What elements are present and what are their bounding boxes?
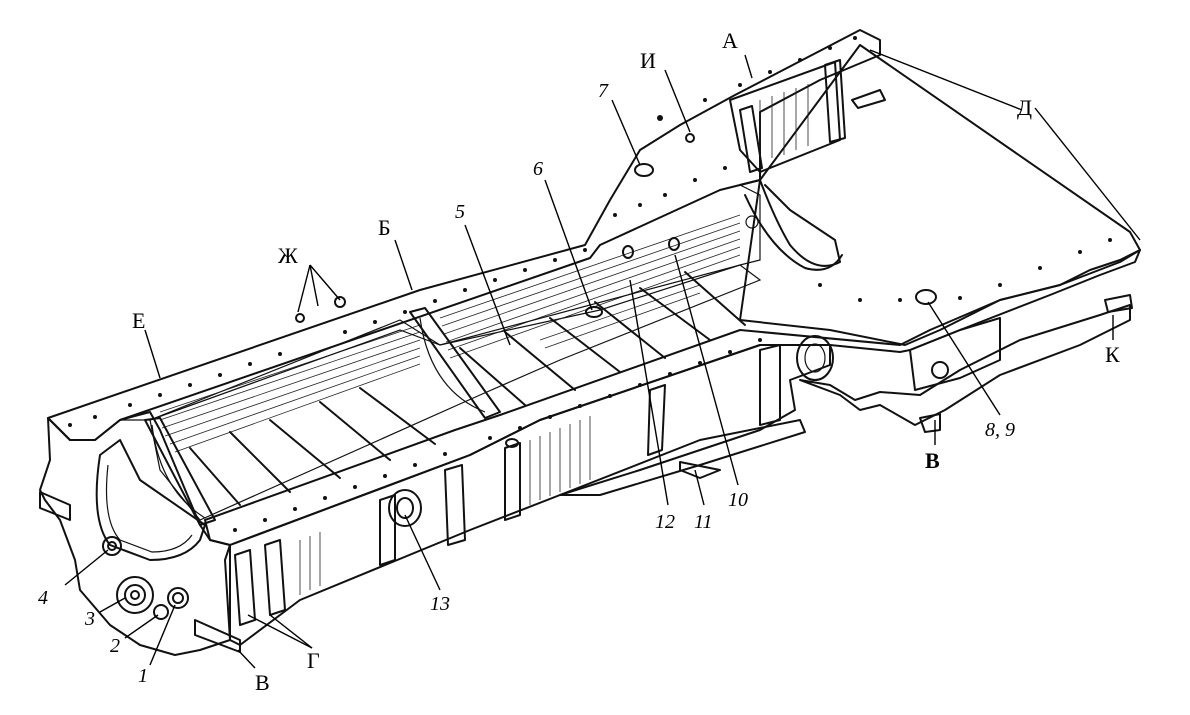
label-k: К xyxy=(1105,342,1120,367)
label-v-right: В xyxy=(925,448,940,473)
label-5: 5 xyxy=(455,201,465,223)
label-13: 13 xyxy=(430,593,450,615)
flange-holes xyxy=(68,36,1112,532)
label-4: 4 xyxy=(38,587,48,609)
label-b: Б xyxy=(378,215,391,240)
front-wall-hatching xyxy=(299,416,591,595)
right-box-hatching xyxy=(759,84,809,160)
label-3: 3 xyxy=(84,608,95,630)
far-wall-hatching xyxy=(159,214,741,453)
label-7: 7 xyxy=(598,80,609,102)
letter-labels: А И Д Б Ж Е К В В Г xyxy=(132,28,1120,695)
label-1: 1 xyxy=(138,665,148,687)
label-i: И xyxy=(640,48,656,73)
label-v-left: В xyxy=(255,670,270,695)
label-12: 12 xyxy=(655,511,675,533)
label-d: Д xyxy=(1017,95,1032,120)
floor-slats xyxy=(189,271,746,506)
label-10: 10 xyxy=(728,489,748,511)
number-labels: 7 6 5 12 11 10 13 8, 9 4 3 2 1 xyxy=(38,80,1015,687)
label-6: 6 xyxy=(533,158,543,180)
label-11: 11 xyxy=(694,511,713,533)
leader-lines xyxy=(64,49,1141,669)
label-2: 2 xyxy=(110,635,120,657)
label-g: Г xyxy=(307,648,320,673)
frame-outline xyxy=(39,29,1141,656)
label-a: А xyxy=(722,28,738,53)
label-e: Е xyxy=(132,308,145,333)
label-8-9: 8, 9 xyxy=(985,419,1015,441)
label-zh: Ж xyxy=(278,243,298,268)
